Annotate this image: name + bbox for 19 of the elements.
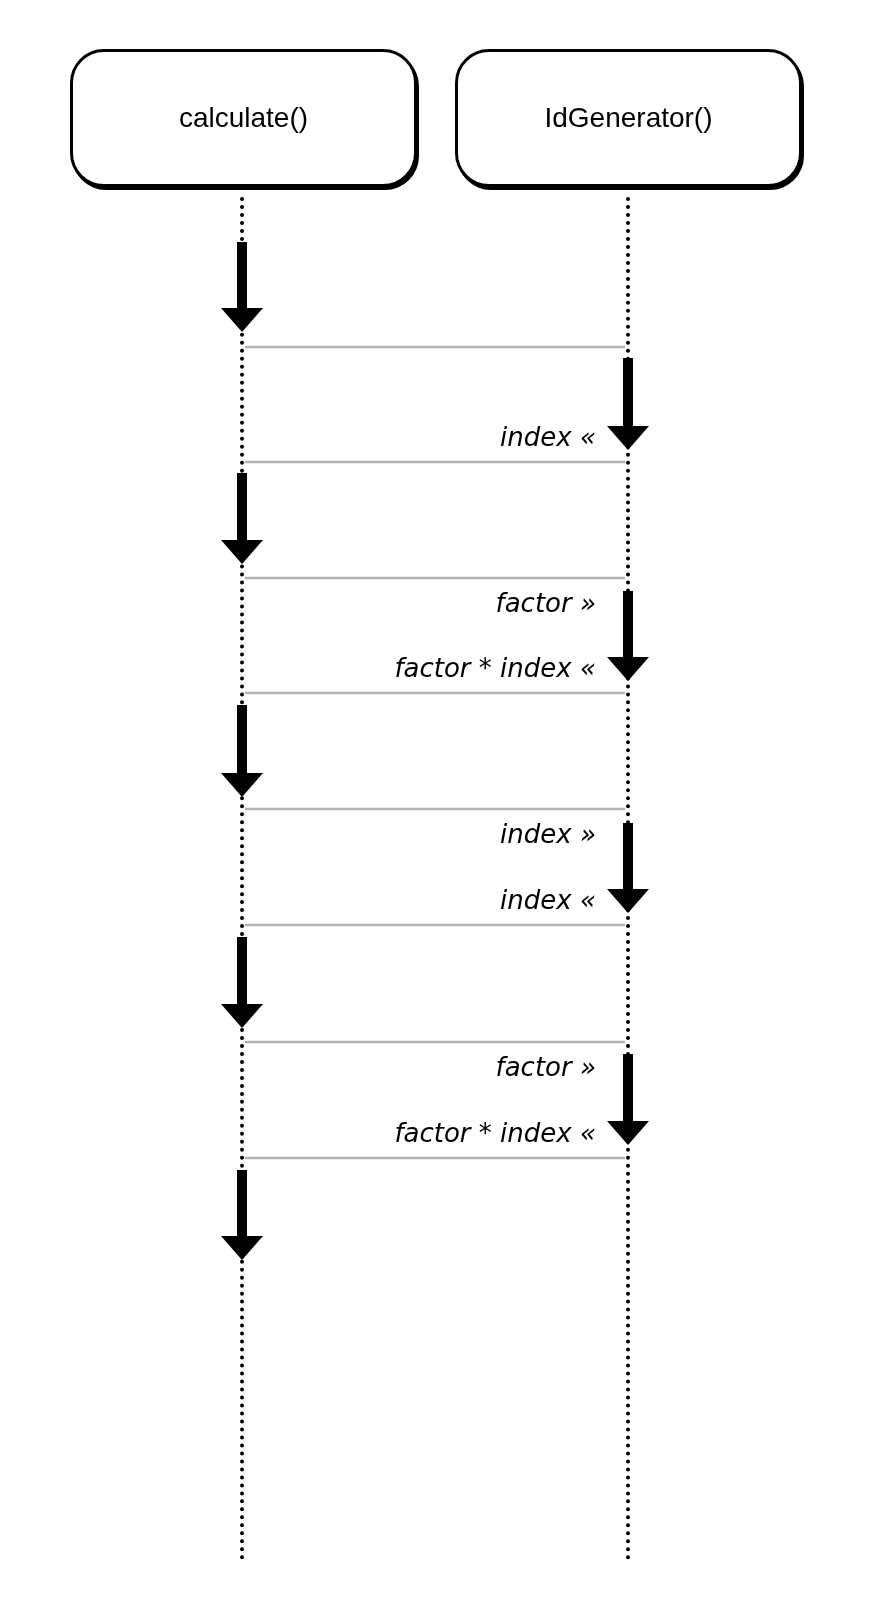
- participant-name: IdGenerator(): [544, 101, 713, 135]
- edge-label: factor »: [495, 590, 596, 616]
- participant-box: [70, 49, 417, 187]
- edge-label: factor * index «: [394, 655, 596, 681]
- participant-name: calculate(): [178, 101, 309, 135]
- message-line: [245, 691, 625, 695]
- participant-box: [455, 49, 802, 187]
- message-line: [245, 1156, 625, 1160]
- message-line: [245, 345, 625, 349]
- edge-label: factor »: [495, 1054, 596, 1080]
- message-line: [245, 576, 625, 580]
- edge-label: index «: [500, 424, 596, 450]
- edge-label: factor * index «: [394, 1120, 596, 1146]
- edge-label: index »: [500, 821, 596, 847]
- message-line: [245, 1040, 625, 1044]
- message-line: [245, 923, 625, 927]
- message-line: [245, 460, 625, 464]
- message-line: [245, 807, 625, 811]
- edge-label: index «: [500, 887, 596, 913]
